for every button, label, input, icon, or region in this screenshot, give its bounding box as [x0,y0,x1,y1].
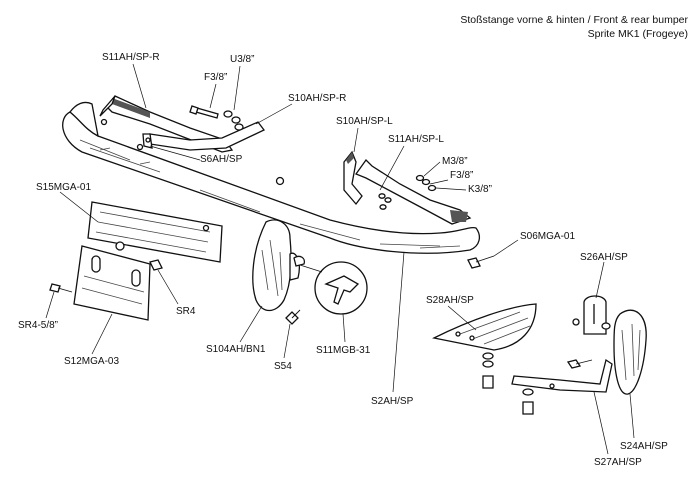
bracket-s10ah-sp-l [343,150,363,206]
label-sr4-58: SR4-5/8” [18,320,59,331]
screw-sr4-58 [49,283,73,293]
label-s104ah-bn1: S104AH/BN1 [206,344,266,355]
rear-fixings [482,352,534,415]
label-s10ah-sp-l: S10AH/SP-L [336,116,393,127]
label-m38: M3/8” [442,156,468,167]
left-bracket-fixings [378,174,437,210]
number-plate [87,201,223,263]
bolt-s06mga-01 [467,255,495,269]
diagram-subtitle: Sprite MK1 (Frogeye) [587,28,688,40]
screw-sr4 [115,241,163,271]
rear-bracket-s27ah [511,358,613,393]
leader-lines [45,63,635,455]
label-s28ah-sp: S28AH/SP [426,295,474,306]
label-s10ah-sp-r: S10AH/SP-R [288,93,347,104]
label-s11ah-sp-r: S11AH/SP-R [102,52,160,63]
label-sr4: SR4 [176,306,196,317]
label-f38-right: F3/8” [450,170,474,181]
label-s15mga-01: S15MGA-01 [36,182,92,193]
overrider-front [252,219,300,312]
label-k38: K3/8” [468,184,492,195]
label-f38-top: F3/8” [204,72,228,83]
bracket-s11ah-sp-l [354,158,472,225]
label-s27ah-sp: S27AH/SP [594,457,642,468]
rear-overrider-s24ah [613,309,647,395]
label-s11mgb-31: S11MGB-31 [316,345,371,356]
label-s2ah-sp: S2AH/SP [371,396,414,407]
diagram-title: Stoßstange vorne & hinten / Front & rear… [460,14,688,26]
clip-detail-circle [293,255,368,315]
rear-bumper-s28ah [432,303,537,351]
bolt-s54 [285,309,301,325]
label-s06mga-01: S06MGA-01 [520,231,576,242]
bolt-f38-top [189,105,244,131]
rear-bracket-s26ah [572,295,611,335]
plate-bracket [73,245,151,321]
label-u38: U3/8” [230,54,255,65]
label-s11ah-sp-l: S11AH/SP-L [388,134,444,145]
label-s54: S54 [274,361,292,372]
bracket-s11ah-sp-r [99,95,234,153]
front-bumper-blade [62,101,481,254]
label-s24ah-sp: S24AH/SP [620,441,668,452]
label-s6ah-sp: S6AH/SP [200,154,243,165]
bracket-s10ah-sp-r [142,121,265,151]
label-s26ah-sp: S26AH/SP [580,252,628,263]
label-s12mga-03: S12MGA-03 [64,356,120,367]
rear-small-bolts [566,359,593,369]
